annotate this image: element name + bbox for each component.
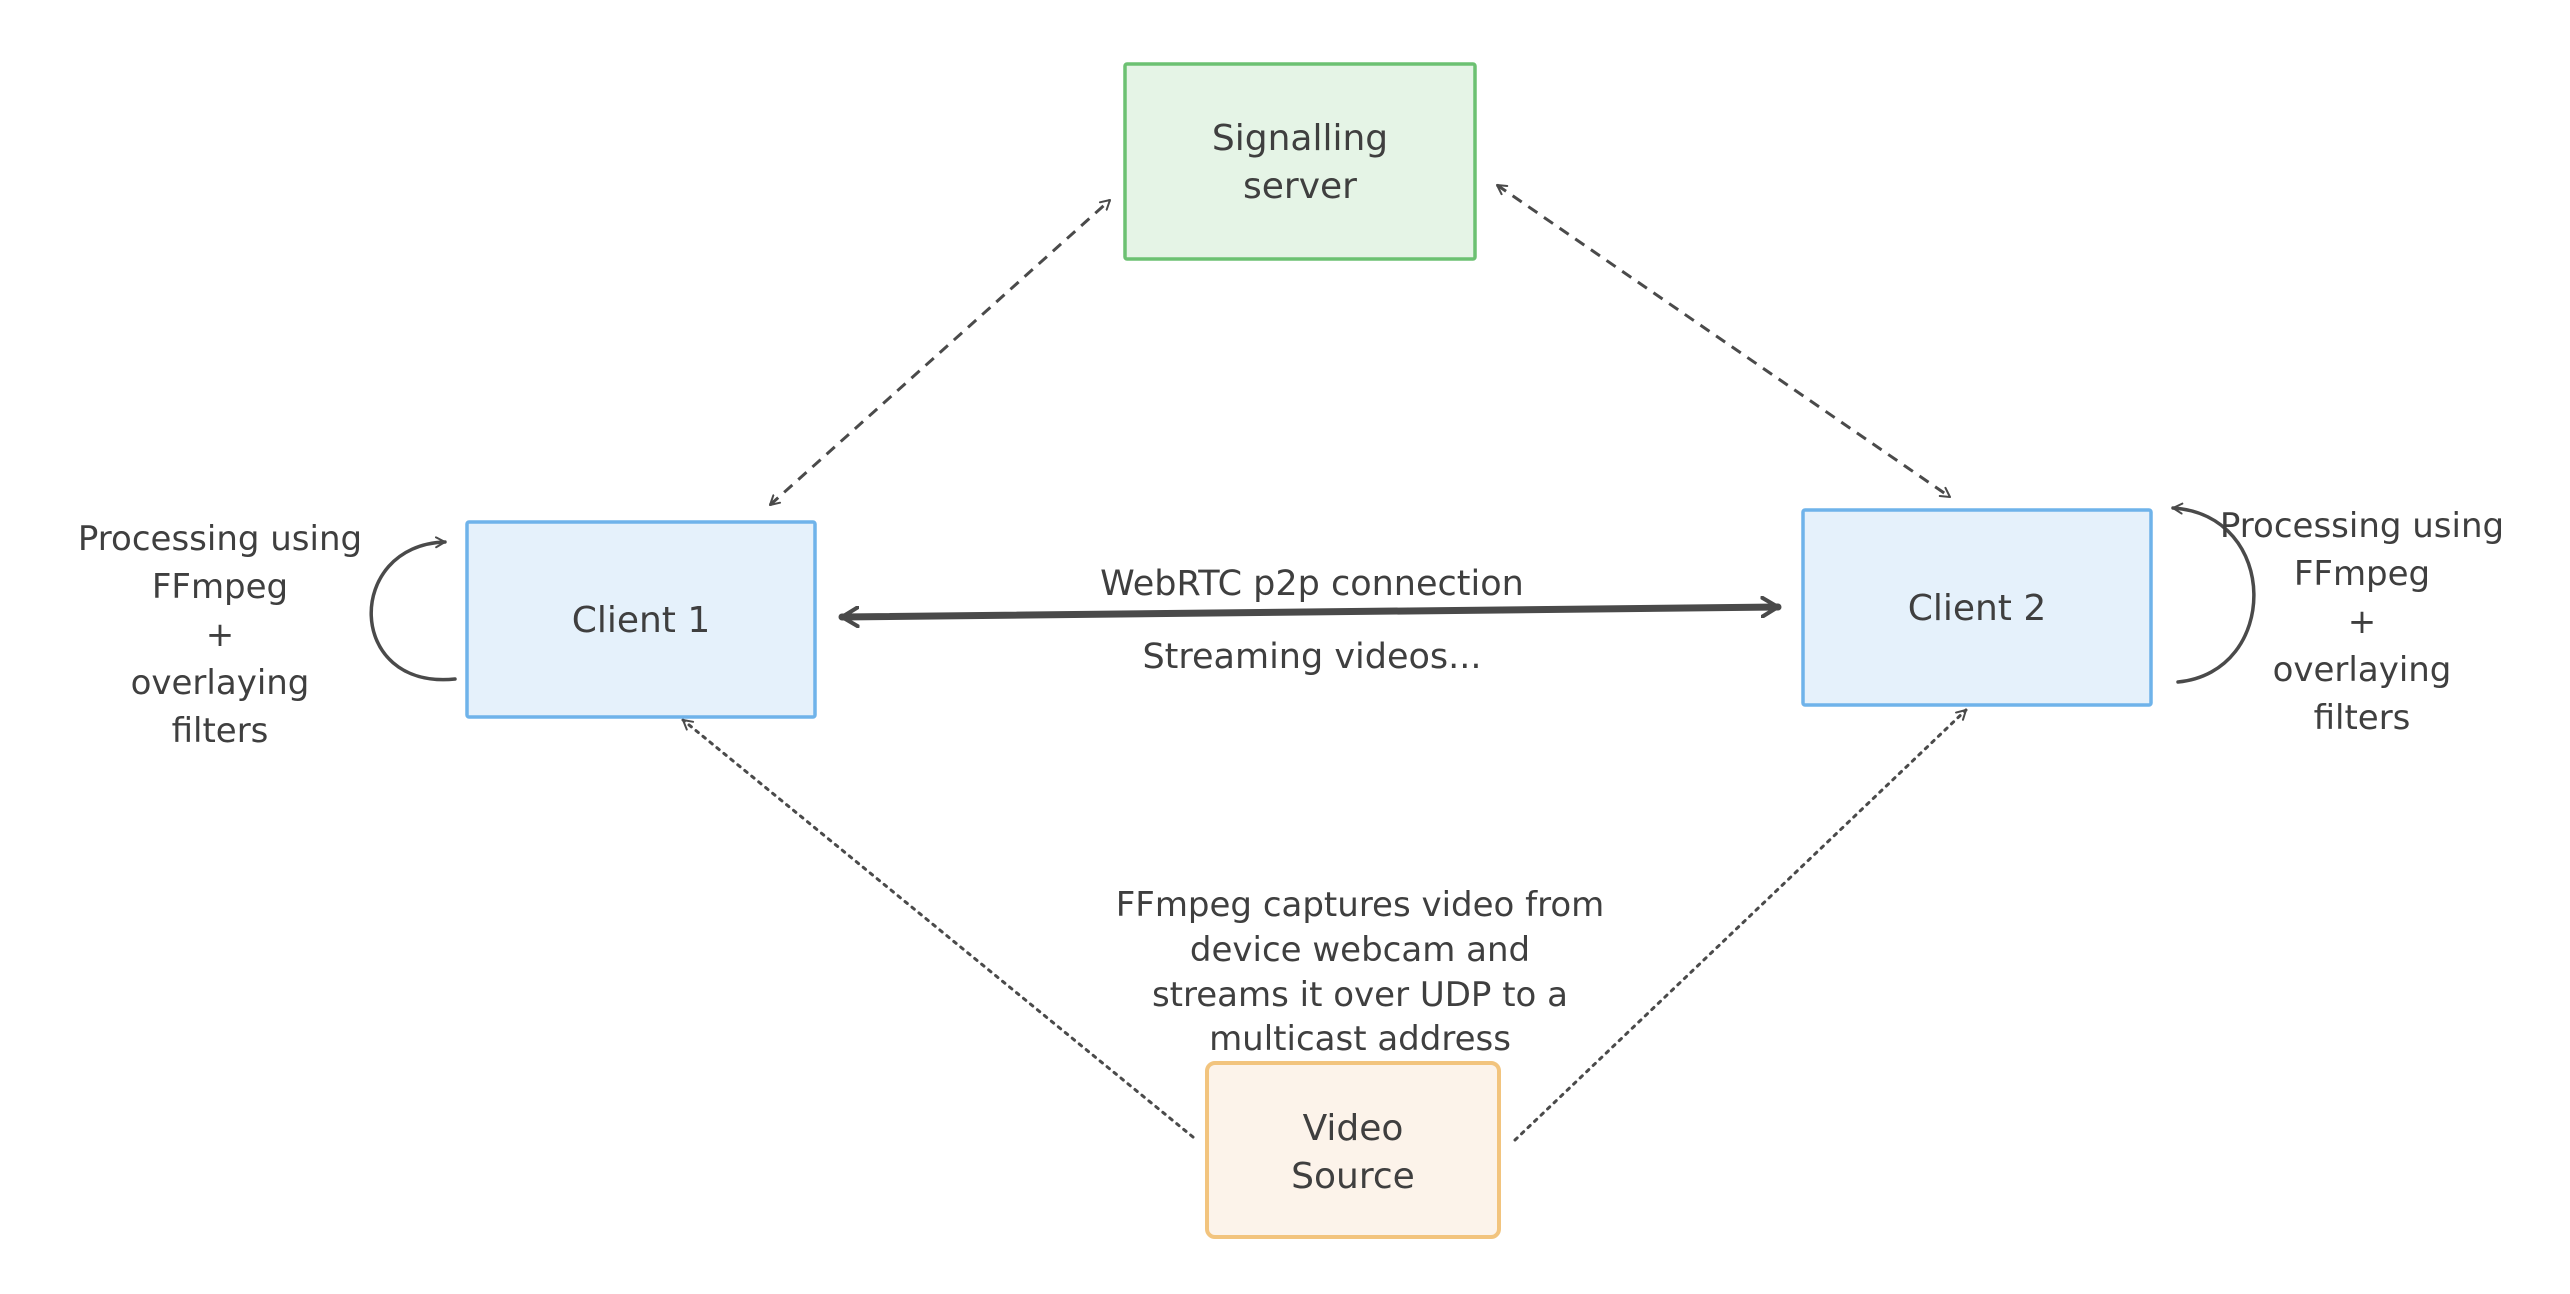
video-source-label-line1: Video xyxy=(1303,1108,1404,1149)
client-1-note-line: filters xyxy=(172,711,269,751)
webrtc-label-bottom: Streaming videos... xyxy=(1142,637,1481,677)
client-2-node: Client 2 xyxy=(1801,508,2153,707)
client-1-note-line: overlaying xyxy=(131,663,310,703)
client-1-box xyxy=(465,520,817,719)
client-1-node: Client 1 xyxy=(465,520,817,719)
video-source-label-line2: Source xyxy=(1291,1156,1415,1197)
client-2-note-line: overlaying xyxy=(2273,650,2452,690)
video-source-node: Video Source xyxy=(1205,1061,1501,1239)
signalling-server-node: Signalling server xyxy=(1123,62,1477,261)
client-1-label: Client 1 xyxy=(572,600,711,641)
capture-note-line: device webcam and xyxy=(1190,930,1530,970)
webrtc-p2p-connector xyxy=(838,607,1782,617)
client-1-note-line: FFmpeg xyxy=(152,567,288,607)
client-2-label: Client 2 xyxy=(1908,588,2047,629)
video-source-client2-connector xyxy=(1513,708,1968,1142)
client1-processing-loop xyxy=(369,536,457,682)
client-2-note-line: filters xyxy=(2314,698,2411,738)
client-1-note-line: Processing using xyxy=(78,519,362,559)
client-1-processing-note: Processing using FFmpeg + overlaying fil… xyxy=(78,519,362,751)
video-source-box xyxy=(1205,1061,1501,1239)
signalling-server-box xyxy=(1123,62,1477,261)
client-2-note-line: FFmpeg xyxy=(2294,554,2430,594)
client-2-note-line: + xyxy=(2348,602,2377,642)
capture-note-line: FFmpeg captures video from xyxy=(1116,885,1605,925)
client-1-note-line: + xyxy=(206,615,235,655)
capture-note-line: multicast address xyxy=(1209,1019,1511,1059)
client2-processing-loop xyxy=(2171,502,2256,684)
client-2-processing-note: Processing using FFmpeg + overlaying fil… xyxy=(2220,506,2504,738)
signalling-client2-connector xyxy=(1496,183,1951,499)
client-2-box xyxy=(1801,508,2153,707)
video-source-client1-connector xyxy=(681,718,1195,1139)
signalling-client1-connector xyxy=(768,198,1112,507)
capture-note-line: streams it over UDP to a xyxy=(1152,975,1568,1015)
signalling-server-label-line2: server xyxy=(1243,166,1357,207)
client-2-note-line: Processing using xyxy=(2220,506,2504,546)
video-source-capture-note: FFmpeg captures video from device webcam… xyxy=(1116,885,1605,1059)
signalling-server-label-line1: Signalling xyxy=(1212,118,1388,159)
webrtc-label-top: WebRTC p2p connection xyxy=(1100,564,1524,604)
